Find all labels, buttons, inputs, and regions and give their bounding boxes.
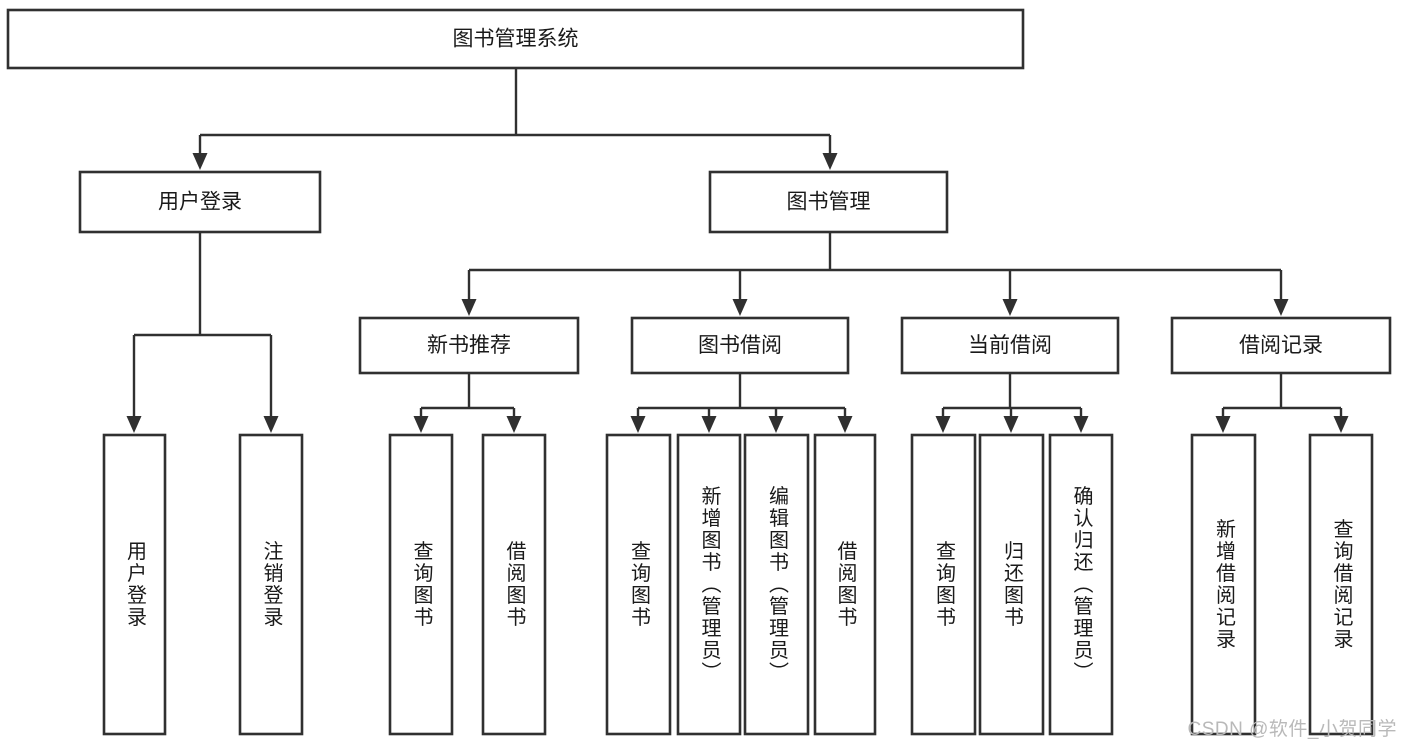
arrow-head-icon	[935, 416, 951, 433]
node-leaf-borrow-book-2[interactable]: 借阅图书	[813, 433, 877, 736]
node-box[interactable]	[102, 433, 167, 736]
node-leaf-borrow-book-1[interactable]: 借阅图书	[481, 433, 547, 736]
node-new-book-recommend[interactable]: 新书推荐	[358, 316, 580, 375]
node-label: 查询图书	[933, 540, 956, 628]
node-label: 查询图书	[410, 540, 433, 628]
arrow-head-icon	[837, 416, 853, 433]
node-box[interactable]	[6, 8, 1025, 70]
node-label: 借阅图书	[834, 540, 857, 628]
node-label: 注销登录	[260, 540, 283, 628]
node-label: 新书推荐	[427, 334, 511, 357]
connector-record-to-leaves	[1215, 373, 1349, 433]
node-root-[interactable]: 图书管理系统	[6, 8, 1025, 70]
node-leaf-add-record[interactable]: 新增借阅记录	[1190, 433, 1257, 736]
node-label: 新增图书（管理员）	[698, 485, 721, 683]
node-box[interactable]	[358, 316, 580, 375]
node-leaf-user-login[interactable]: 用户登录	[102, 433, 167, 736]
node-book-manage[interactable]: 图书管理	[708, 170, 949, 234]
arrow-head-icon	[768, 416, 784, 433]
node-box[interactable]	[605, 433, 672, 736]
node-box[interactable]	[1170, 316, 1392, 375]
node-box[interactable]	[481, 433, 547, 736]
node-book-borrow[interactable]: 图书借阅	[630, 316, 850, 375]
node-label: 编辑图书（管理员）	[766, 485, 789, 683]
node-label: 查询借阅记录	[1330, 518, 1353, 650]
node-label: 借阅记录	[1239, 334, 1323, 357]
arrow-head-icon	[413, 416, 429, 433]
node-leaf-query-record[interactable]: 查询借阅记录	[1308, 433, 1374, 736]
node-box[interactable]	[978, 433, 1045, 736]
node-box[interactable]	[743, 433, 810, 736]
connector-current-to-leaves	[935, 373, 1089, 433]
node-box[interactable]	[900, 316, 1120, 375]
node-label: 归还图书	[1001, 540, 1024, 628]
node-box[interactable]	[1048, 433, 1114, 736]
node-leaf-logout[interactable]: 注销登录	[238, 433, 304, 736]
arrow-head-icon	[1073, 416, 1089, 433]
arrow-head-icon	[263, 416, 279, 433]
node-box[interactable]	[1308, 433, 1374, 736]
arrow-head-icon	[461, 299, 477, 316]
node-label: 图书管理	[787, 191, 871, 214]
node-user-login[interactable]: 用户登录	[78, 170, 322, 234]
connector-recommend-to-leaves	[413, 373, 522, 433]
node-label: 图书借阅	[698, 334, 782, 357]
arrow-head-icon	[822, 153, 838, 170]
node-layer: 图书管理系统用户登录图书管理新书推荐图书借阅当前借阅借阅记录用户登录注销登录查询…	[6, 8, 1392, 736]
connector-root-to-level2	[192, 68, 838, 170]
node-borrow-record[interactable]: 借阅记录	[1170, 316, 1392, 375]
arrow-head-icon	[1215, 416, 1231, 433]
arrow-head-icon	[1003, 416, 1019, 433]
node-label: 用户登录	[124, 541, 147, 629]
arrow-head-icon	[732, 299, 748, 316]
node-current-borrow[interactable]: 当前借阅	[900, 316, 1120, 375]
watermark-text: CSDN @软件_小贺同学	[1187, 719, 1397, 740]
node-leaf-edit-book[interactable]: 编辑图书（管理员）	[743, 433, 810, 736]
arrow-head-icon	[192, 153, 208, 170]
arrow-head-icon	[1333, 416, 1349, 433]
node-box[interactable]	[813, 433, 877, 736]
node-leaf-query-book-3[interactable]: 查询图书	[910, 433, 977, 736]
node-leaf-add-book[interactable]: 新增图书（管理员）	[676, 433, 742, 736]
node-box[interactable]	[910, 433, 977, 736]
node-box[interactable]	[1190, 433, 1257, 736]
connector-borrow-to-leaves	[630, 373, 853, 433]
arrow-head-icon	[506, 416, 522, 433]
connector-layer	[126, 68, 1349, 433]
node-label: 确认归还（管理员）	[1070, 485, 1093, 683]
node-box[interactable]	[630, 316, 850, 375]
node-label: 图书管理系统	[453, 28, 579, 51]
node-box[interactable]	[78, 170, 322, 234]
arrow-head-icon	[701, 416, 717, 433]
arrow-head-icon	[1002, 299, 1018, 316]
node-leaf-query-book-2[interactable]: 查询图书	[605, 433, 672, 736]
node-label: 当前借阅	[968, 334, 1052, 357]
connector-user-login-to-leaves	[126, 232, 279, 433]
node-leaf-query-book-1[interactable]: 查询图书	[388, 433, 454, 736]
node-leaf-return-book[interactable]: 归还图书	[978, 433, 1045, 736]
arrow-head-icon	[126, 416, 142, 433]
connector-book-manage-to-level3	[461, 232, 1289, 316]
arrow-head-icon	[630, 416, 646, 433]
node-box[interactable]	[676, 433, 742, 736]
node-label: 用户登录	[158, 191, 242, 214]
node-label: 新增借阅记录	[1213, 518, 1236, 650]
node-label: 查询图书	[628, 540, 651, 628]
node-box[interactable]	[708, 170, 949, 234]
node-box[interactable]	[238, 433, 304, 736]
node-label: 借阅图书	[503, 540, 526, 628]
arrow-head-icon	[1273, 299, 1289, 316]
node-leaf-confirm-return[interactable]: 确认归还（管理员）	[1048, 433, 1114, 736]
node-box[interactable]	[388, 433, 454, 736]
